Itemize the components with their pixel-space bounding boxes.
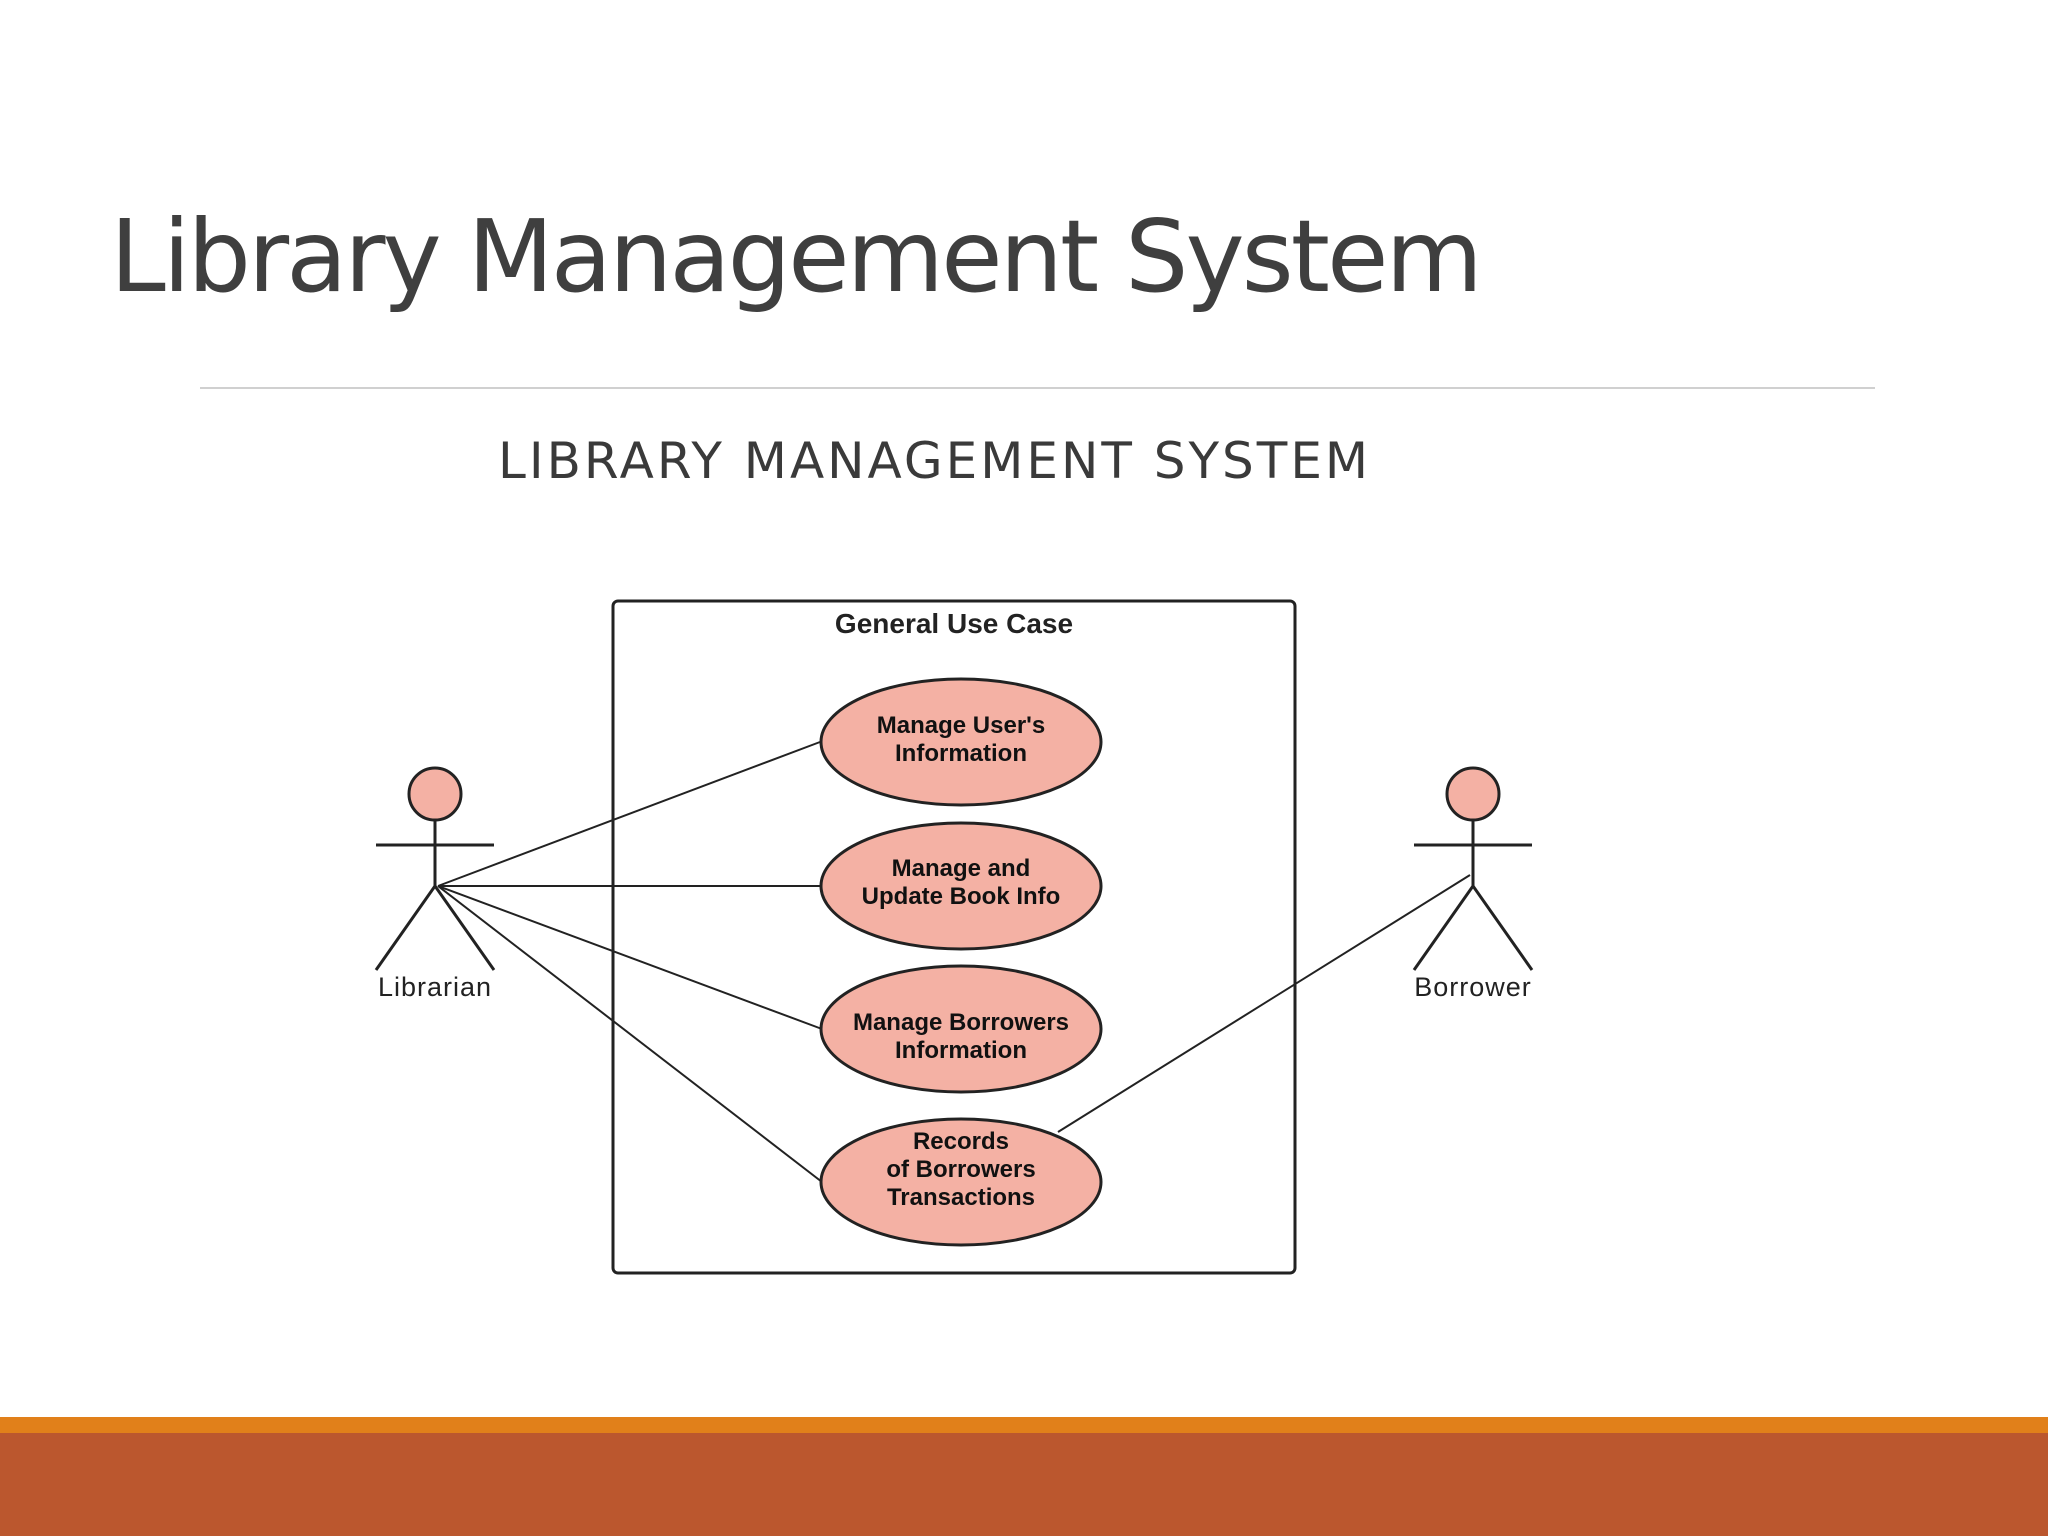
use-case-label: Records — [913, 1128, 1009, 1155]
use-case-label: Manage Borrowers — [853, 1009, 1069, 1036]
use-case-1: Manage User's Information — [819, 677, 1103, 807]
actor-borrower: Borrower — [1412, 766, 1534, 1002]
actor-head-icon — [407, 766, 463, 822]
use-case-label: Transactions — [887, 1184, 1035, 1211]
association-librarian-uc4 — [437, 885, 823, 1183]
footer-band — [0, 1433, 2048, 1536]
system-boundary — [611, 599, 1297, 1275]
use-case-label: Information — [895, 740, 1027, 767]
actor-head-icon — [1445, 766, 1501, 822]
use-case-2: Manage and Update Book Info — [819, 821, 1103, 951]
stick-figure-icon — [1412, 820, 1534, 971]
actor-librarian: Librarian — [374, 766, 496, 1002]
footer-accent-stripe — [0, 1417, 2048, 1433]
actor-label: Borrower — [1414, 972, 1532, 1002]
actor-label: Librarian — [378, 972, 492, 1002]
boundary-title: General Use Case — [835, 608, 1073, 639]
use-case-3: Manage Borrowers Information — [819, 964, 1103, 1094]
title-divider — [200, 387, 1875, 389]
use-case-ellipse — [819, 821, 1103, 951]
use-case-label: Update Book Info — [862, 883, 1061, 910]
use-case-ellipse — [819, 677, 1103, 807]
stick-figure-icon — [374, 820, 496, 971]
association-borrower-uc4 — [1057, 874, 1471, 1133]
use-case-label: Manage User's — [877, 712, 1045, 739]
use-case-ellipse — [819, 1117, 1103, 1247]
use-case-label: Manage and — [892, 855, 1031, 882]
diagram-heading: LIBRARY MANAGEMENT SYSTEM — [498, 432, 1371, 490]
use-case-label: Information — [895, 1037, 1027, 1064]
use-case-4: Records of Borrowers Transactions — [819, 1117, 1103, 1247]
association-librarian-uc1 — [437, 741, 821, 887]
use-case-label: of Borrowers — [886, 1156, 1035, 1183]
association-librarian-uc3 — [437, 885, 823, 1030]
slide-title: Library Management System — [110, 198, 1483, 315]
associations — [437, 741, 1471, 1183]
use-case-ellipse — [819, 964, 1103, 1094]
